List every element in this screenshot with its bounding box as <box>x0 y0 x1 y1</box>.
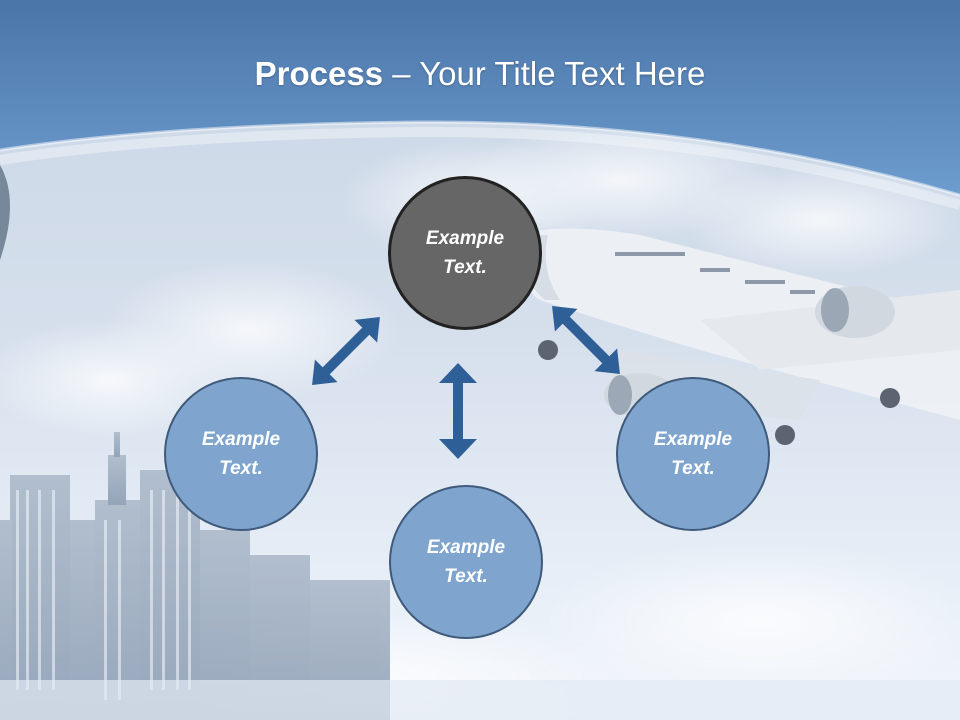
node-label: Example Text. <box>653 429 733 479</box>
process-node-bottom: Example Text. <box>389 485 543 639</box>
city-lights <box>16 490 191 700</box>
title-rest: – Your Title Text Here <box>383 55 706 92</box>
process-node-right: Example Text. <box>616 377 770 531</box>
globe-edge <box>0 165 10 260</box>
process-node-left: Example Text. <box>164 377 318 531</box>
slide-title: Process – Your Title Text Here <box>0 52 960 96</box>
title-bold: Process <box>254 55 384 92</box>
node-label: Example Text. <box>201 429 281 479</box>
node-label: Example Text. <box>426 537 506 587</box>
header-band <box>0 0 960 195</box>
process-node-center: Example Text. <box>388 176 542 330</box>
node-label: Example Text. <box>425 228 505 278</box>
